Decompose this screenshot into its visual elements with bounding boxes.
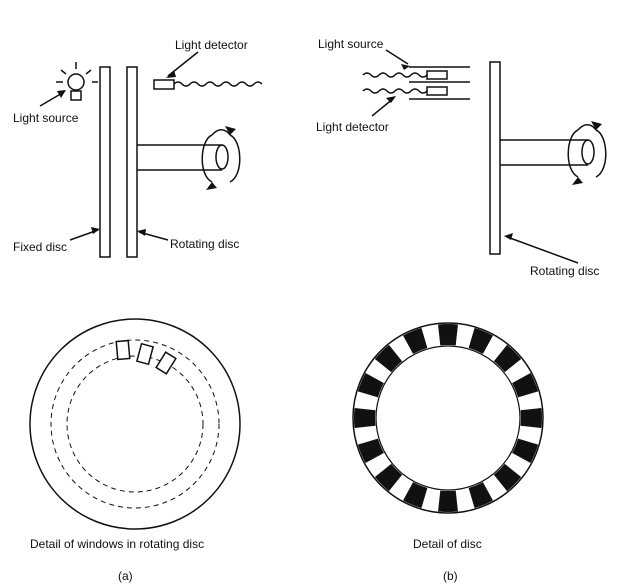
panel-label-b: (b): [443, 569, 458, 583]
disc-segment: [403, 482, 428, 509]
label-b-rotating-disc: Rotating disc: [530, 264, 599, 278]
panel-b-arrowheads: [386, 64, 513, 240]
disc-windows: [115, 339, 177, 375]
disc-segment: [438, 323, 458, 346]
disc-segment: [468, 327, 493, 354]
light-source-b-icon: [362, 66, 470, 83]
shaft-b: [500, 139, 595, 166]
disc-segment: [374, 463, 403, 492]
shaft: [137, 144, 229, 171]
light-detector-icon: [153, 79, 263, 90]
disc-segment: [493, 463, 522, 492]
disc-segment: [520, 408, 542, 428]
rotating-disc-b: [489, 61, 501, 255]
disc-segment: [403, 327, 428, 354]
label-a-light-source: Light source: [13, 111, 79, 125]
leader-b-rotating: [509, 237, 579, 264]
disc-segment: [374, 344, 403, 373]
label-b-light-source: Light source: [318, 37, 384, 51]
rotation-arrow-b-icon: [567, 121, 607, 185]
disc-segment: [512, 438, 539, 463]
light-bulb-icon: [56, 62, 98, 101]
window-slot: [115, 339, 131, 361]
caption-b-detail: Detail of disc: [413, 537, 482, 551]
rotating-disc: [126, 66, 138, 258]
light-detector-b-icon: [362, 86, 470, 100]
label-b-light-detector: Light detector: [316, 120, 389, 134]
window-slot: [135, 342, 155, 366]
disc-segment: [353, 408, 376, 428]
disc-segment: [493, 344, 522, 373]
disc-segment: [512, 373, 539, 398]
segmented-disc-detail: [352, 322, 544, 514]
leader-b-source: [385, 49, 409, 65]
window-slot: [155, 351, 177, 375]
disc-segment: [357, 373, 384, 398]
window-disc-detail: [29, 318, 241, 530]
label-a-fixed-disc: Fixed disc: [13, 240, 67, 254]
panel-a-assembly: [39, 51, 263, 258]
label-a-rotating-disc: Rotating disc: [170, 237, 239, 251]
panel-label-a: (a): [118, 569, 133, 583]
caption-a-detail: Detail of windows in rotating disc: [30, 537, 204, 551]
rotation-arrow-icon: [201, 126, 241, 190]
panel-b-assembly: [362, 49, 607, 264]
disc-segment: [438, 490, 458, 512]
disc-segment: [357, 438, 384, 463]
disc-segment: [468, 482, 493, 509]
disc-segments: [353, 323, 542, 512]
fixed-disc: [99, 66, 111, 258]
panel-a-arrowheads: [57, 70, 176, 236]
label-a-light-detector: Light detector: [175, 38, 248, 52]
